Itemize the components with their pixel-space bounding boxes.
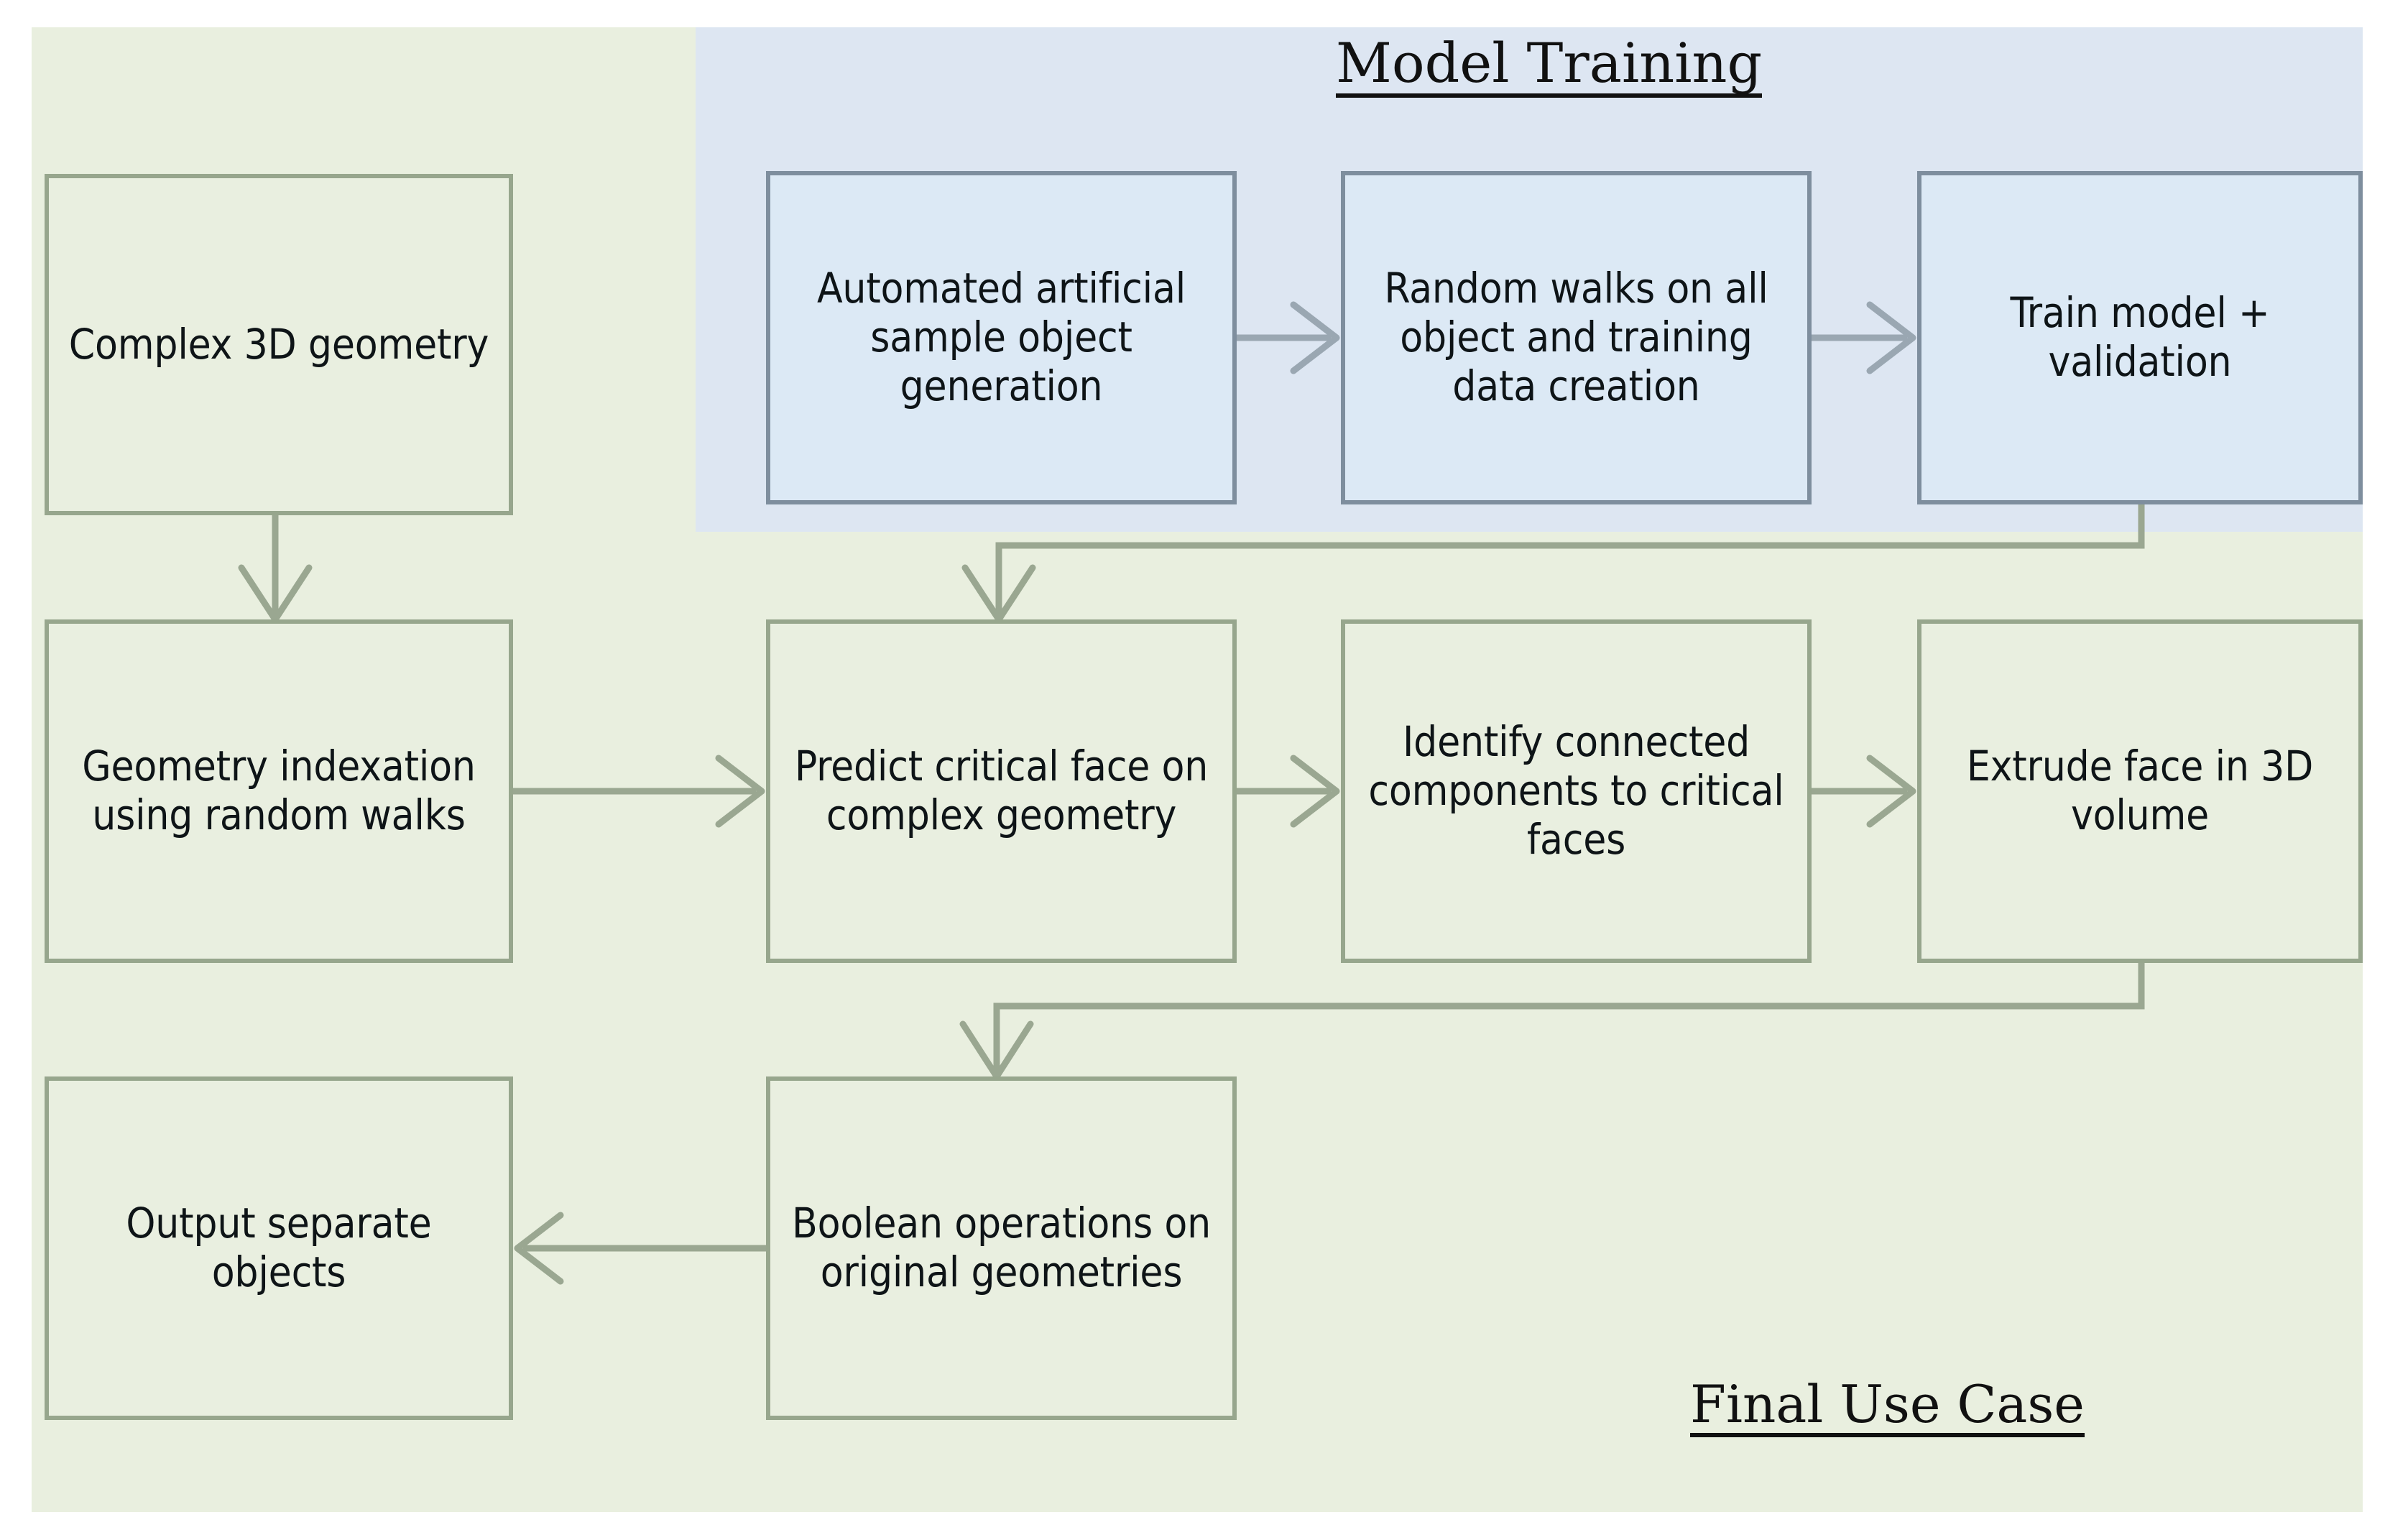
node-label: Random walks on all object and training …	[1384, 264, 1768, 410]
node-extrude-face-3d-volume[interactable]: Extrude face in 3D volume	[1917, 619, 2363, 963]
node-label: Geometry indexation using random walks	[82, 742, 476, 839]
node-label: Predict critical face on complex geometr…	[794, 742, 1209, 839]
node-label: Identify connected components to critica…	[1368, 717, 1784, 864]
model-training-title: Model Training	[1336, 36, 1763, 98]
node-predict-critical-face[interactable]: Predict critical face on complex geometr…	[766, 619, 1237, 963]
node-label: Automated artificial sample object gener…	[816, 264, 1186, 410]
node-label: Boolean operations on original geometrie…	[792, 1199, 1211, 1296]
node-boolean-operations[interactable]: Boolean operations on original geometrie…	[766, 1076, 1237, 1420]
node-automated-sample-generation[interactable]: Automated artificial sample object gener…	[766, 171, 1237, 504]
node-random-walks-training-data[interactable]: Random walks on all object and training …	[1341, 171, 1812, 504]
final-use-case-title: Final Use Case	[1690, 1378, 2085, 1437]
node-complex-3d-geometry[interactable]: Complex 3D geometry	[45, 174, 513, 515]
node-train-model-validation[interactable]: Train model + validation	[1917, 171, 2363, 504]
node-identify-connected-components[interactable]: Identify connected components to critica…	[1341, 619, 1812, 963]
node-geometry-indexation[interactable]: Geometry indexation using random walks	[45, 619, 513, 963]
node-label: Extrude face in 3D volume	[1966, 742, 2314, 839]
node-label: Output separate objects	[126, 1199, 432, 1296]
node-output-separate-objects[interactable]: Output separate objects	[45, 1076, 513, 1420]
node-label: Complex 3D geometry	[68, 319, 489, 369]
node-label: Train model + validation	[2010, 288, 2270, 386]
